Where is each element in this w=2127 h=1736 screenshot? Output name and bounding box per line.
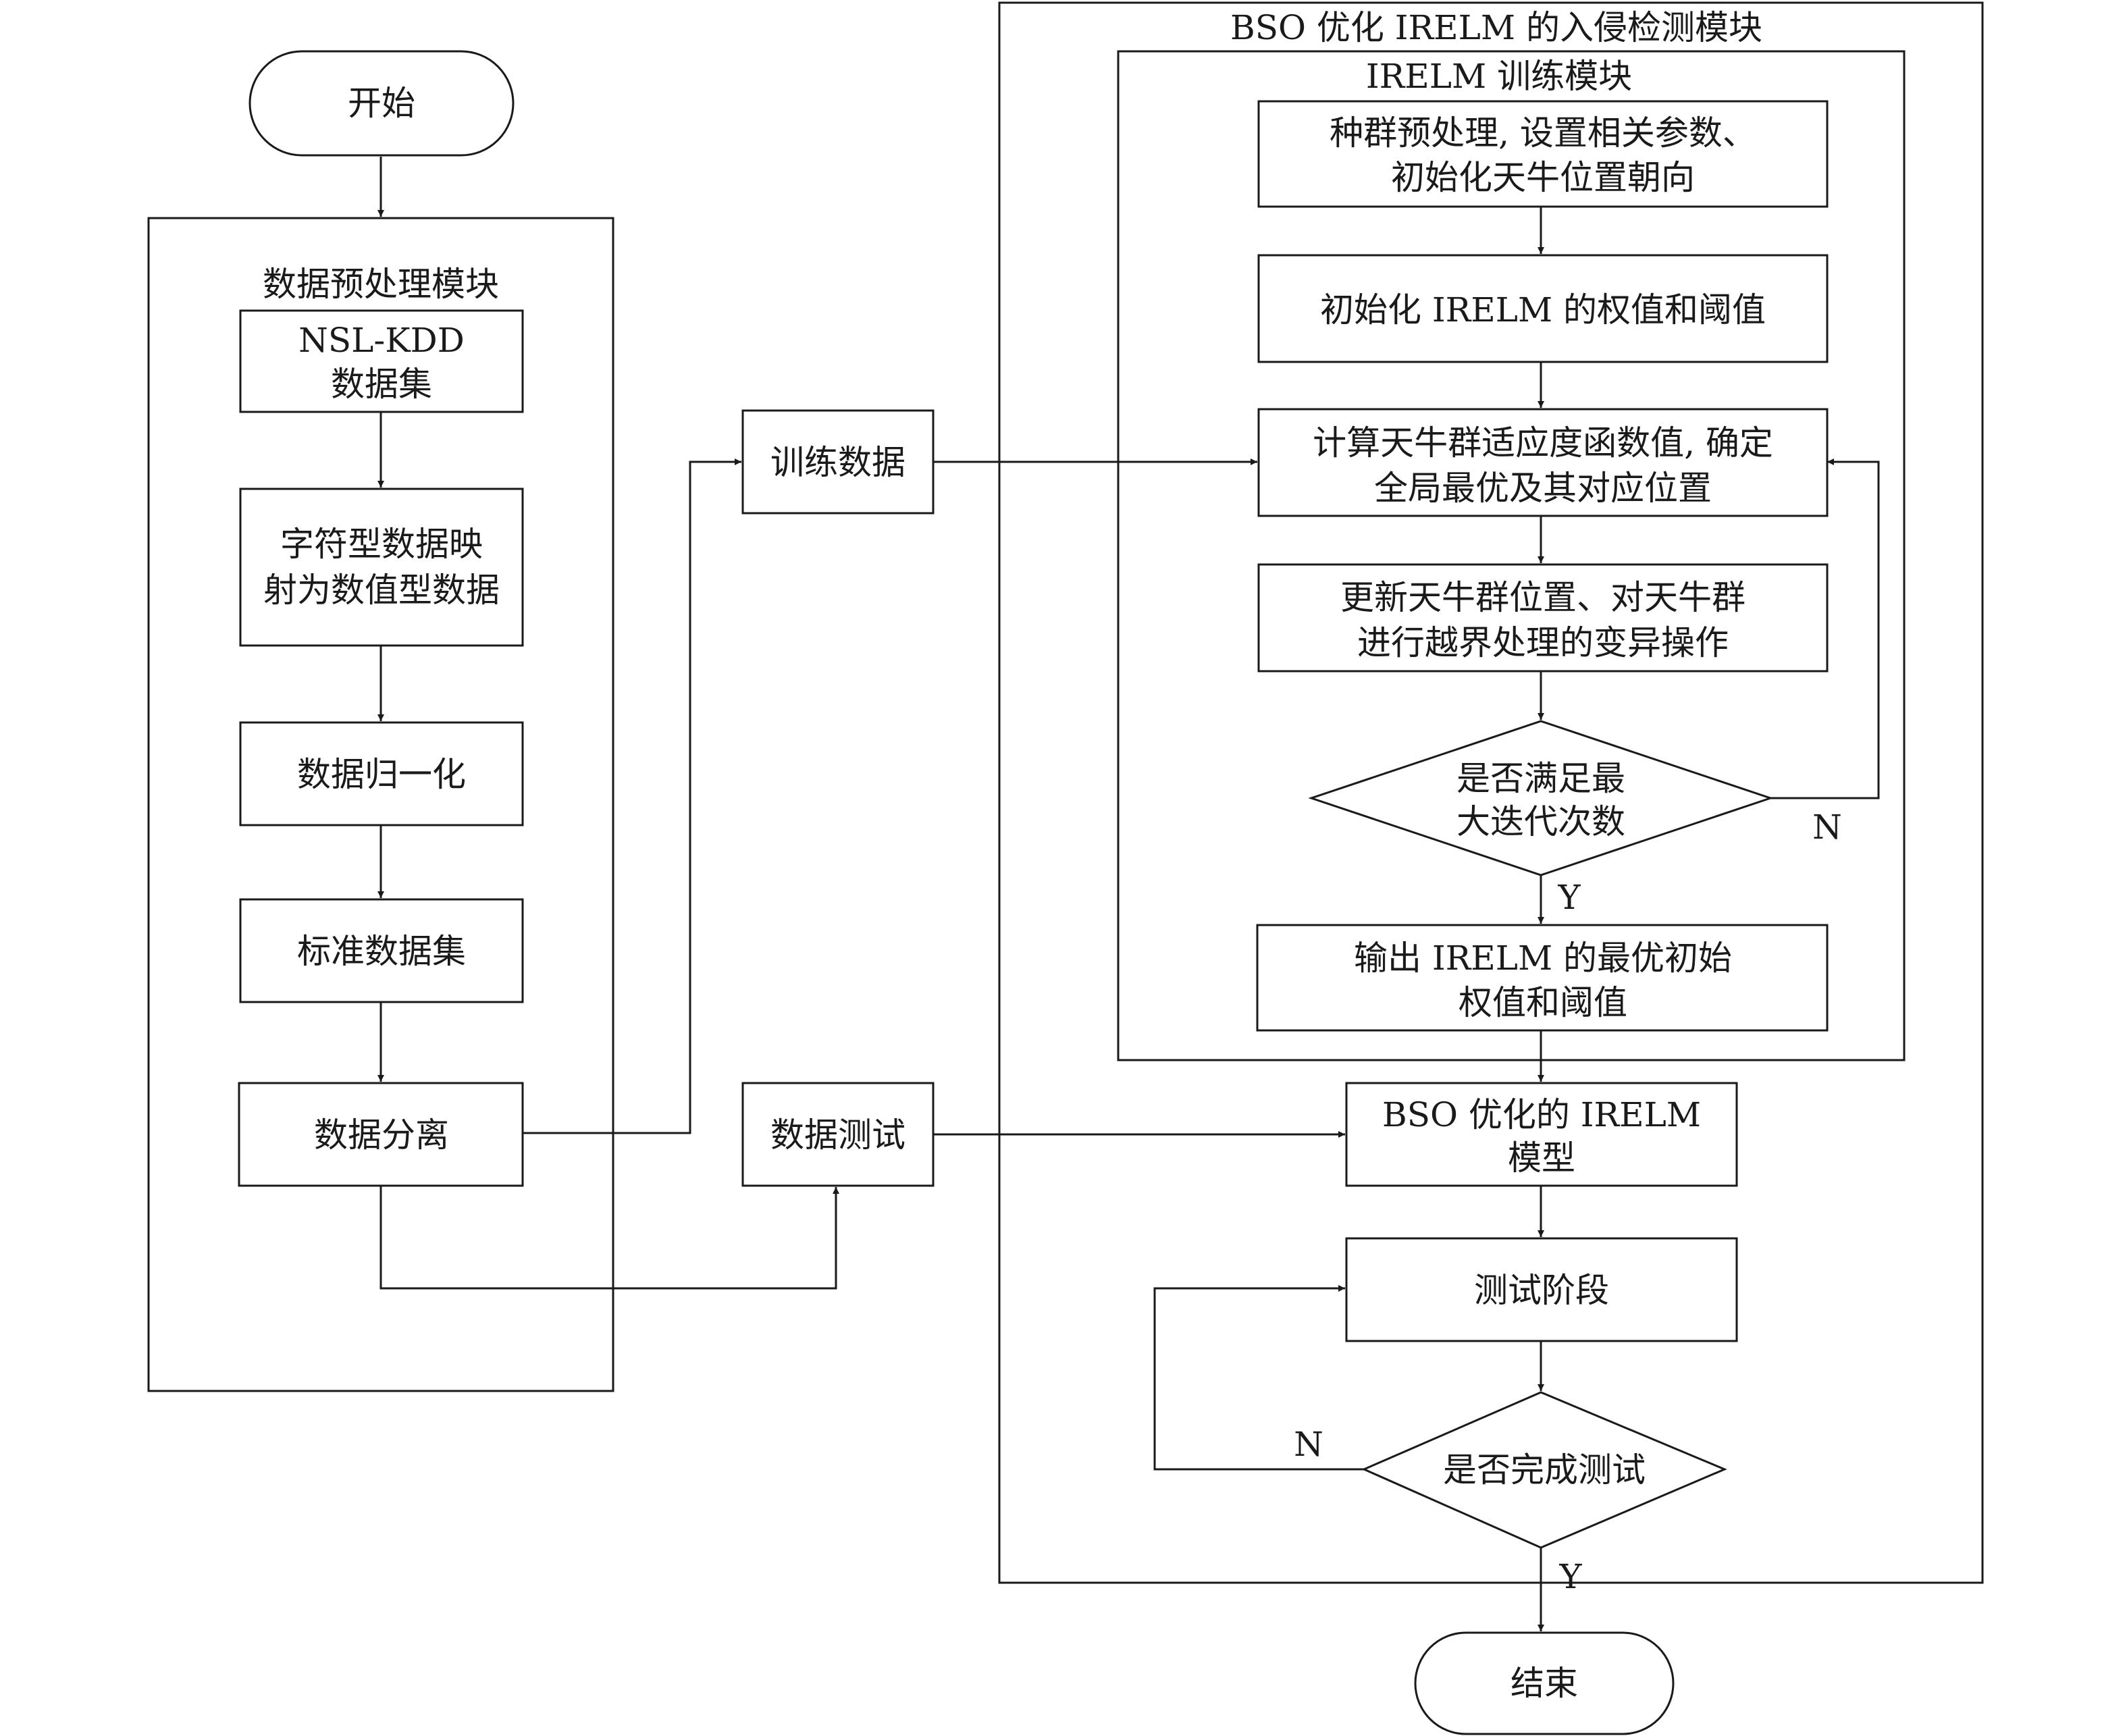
test-complete-decision bbox=[1361, 1391, 1727, 1549]
preprocess-module-frame bbox=[147, 217, 614, 1392]
fitness-box bbox=[1257, 408, 1829, 517]
edge-testdone-loop-no bbox=[1153, 1285, 1364, 1471]
normalize-box bbox=[239, 721, 524, 826]
bso-model-label-2: 模型 bbox=[1508, 1138, 1575, 1178]
dataset-label-2: 数据集 bbox=[331, 365, 432, 404]
detect-module-title: BSO 优化 IRELM 的入侵检测模块 bbox=[1230, 8, 1762, 47]
train-module-frame bbox=[1117, 50, 1906, 1061]
bso-model-label-1: BSO 优化的 IRELM bbox=[1382, 1095, 1701, 1134]
test-complete-label: 是否完成测试 bbox=[1443, 1450, 1646, 1490]
max-iteration-label-2: 大迭代次数 bbox=[1456, 802, 1625, 841]
mapping-label-1: 字符型数据映 bbox=[280, 525, 483, 564]
population-init-box bbox=[1257, 100, 1829, 208]
edges bbox=[377, 157, 1880, 1631]
end-terminal bbox=[1414, 1631, 1675, 1735]
test-complete-no-label: N bbox=[1294, 1425, 1323, 1464]
output-label-1: 输出 IRELM 的最优初始 bbox=[1354, 939, 1732, 978]
normalize-label: 数据归一化 bbox=[297, 755, 466, 794]
test-phase-label: 测试阶段 bbox=[1474, 1271, 1609, 1310]
train-data-label: 训练数据 bbox=[770, 443, 905, 482]
end-label: 结束 bbox=[1511, 1664, 1578, 1703]
split-box bbox=[238, 1082, 524, 1187]
init-weights-box bbox=[1257, 254, 1829, 363]
test-complete-yes-label: Y bbox=[1558, 1557, 1582, 1596]
fitness-label-1: 计算天牛群适应度函数值, 确定 bbox=[1313, 423, 1773, 463]
train-module-title: IRELM 训练模块 bbox=[1366, 57, 1632, 96]
split-label: 数据分离 bbox=[314, 1115, 449, 1155]
population-init-label-2: 初始化天牛位置朝向 bbox=[1391, 158, 1695, 197]
max-iteration-yes-label: Y bbox=[1557, 878, 1581, 917]
dataset-label-1: NSL-KDD bbox=[298, 321, 465, 360]
output-label-2: 权值和阈值 bbox=[1459, 983, 1627, 1022]
standard-dataset-box bbox=[239, 898, 524, 1003]
start-terminal bbox=[248, 50, 515, 157]
max-iteration-no-label: N bbox=[1812, 808, 1842, 847]
update-label-1: 更新天牛群位置、对天牛群 bbox=[1340, 578, 1745, 617]
max-iteration-label-1: 是否满足最 bbox=[1456, 759, 1625, 798]
preprocess-module-title: 数据预处理模块 bbox=[263, 265, 499, 304]
update-box bbox=[1257, 563, 1829, 673]
test-data-box bbox=[741, 1082, 935, 1187]
standard-dataset-label: 标准数据集 bbox=[297, 932, 466, 971]
fitness-label-2: 全局最优及其对应位置 bbox=[1374, 469, 1712, 508]
population-init-label-1: 种群预处理, 设置相关参数、 bbox=[1330, 113, 1756, 153]
output-box bbox=[1256, 924, 1829, 1032]
mapping-label-2: 射为数值型数据 bbox=[263, 571, 500, 610]
start-label: 开始 bbox=[348, 84, 415, 123]
train-data-box bbox=[741, 409, 935, 515]
mapping-box bbox=[239, 488, 524, 647]
update-label-2: 进行越界处理的变异操作 bbox=[1357, 623, 1729, 662]
init-weights-label: 初始化 IRELM 的权值和阈值 bbox=[1320, 290, 1766, 330]
test-data-label: 数据测试 bbox=[770, 1115, 905, 1155]
dataset-box bbox=[239, 309, 524, 413]
detect-module-frame bbox=[998, 1, 1984, 1584]
edge-split-train-data bbox=[523, 458, 741, 1134]
bso-model-box bbox=[1345, 1082, 1738, 1187]
edge-split-test-data bbox=[379, 1186, 839, 1290]
max-iteration-decision bbox=[1308, 720, 1774, 876]
edge-maxiter-loop-no bbox=[1770, 458, 1880, 799]
test-phase-box bbox=[1345, 1237, 1738, 1342]
